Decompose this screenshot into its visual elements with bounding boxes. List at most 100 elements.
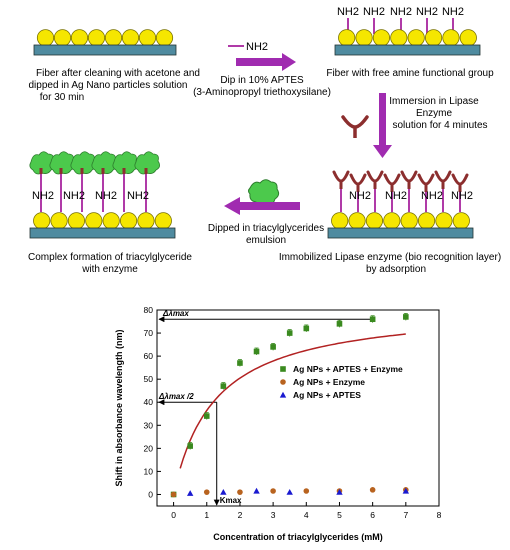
y-tick-label: 30 [144,420,154,430]
enzyme-y [332,170,350,183]
data-point [203,489,210,495]
ag-nanoparticle [155,29,174,47]
x-axis-label: Concentration of triacylglycerides (mM) [213,532,383,542]
x-tick-label: 1 [204,510,209,520]
triacylglyceride-icon [248,179,280,207]
ag-nanoparticle [50,212,68,230]
ag-nanoparticle [102,212,120,230]
amine-label: NH2 [416,6,438,18]
fiber-stage-4 [29,212,176,239]
ag-nanoparticle [104,29,123,47]
x-tick-label: 7 [403,510,408,520]
enzyme-y [417,173,435,186]
enzyme-y [451,173,469,186]
y-tick-label: 70 [144,328,154,338]
amine-label: NH2 [32,190,54,202]
y-tick-label: 50 [144,374,154,384]
x-tick-label: 3 [271,510,276,520]
x-tick-label: 6 [370,510,375,520]
data-point [237,360,243,366]
ag-nanoparticle [424,29,443,47]
arrow-1-label-line2: (3-Aminopropyl triethoxysilane) [193,87,331,98]
y-tick-label: 0 [148,489,153,499]
y-axis-label: Shift in absorbance wavelength (nm) [114,329,124,486]
data-point [369,487,376,493]
x-tick-label: 2 [238,510,243,520]
x-tick-label: 5 [337,510,342,520]
fiber-base [29,227,176,239]
arrow-2-label-line3: solution for 4 minutes [392,120,487,131]
stage-2-caption: Fiber with free amine functional group [326,68,494,79]
y-tick-label: 40 [144,397,154,407]
ag-nanoparticle [348,212,366,230]
arrow-2-label-line1: Immersion in Lipase [389,96,479,107]
enzyme-y [349,173,367,186]
fiber-stage-3 [327,212,474,239]
stage-4-caption-line1: Complex formation of triacylglyceride [28,252,192,263]
ag-nanoparticle [417,212,436,230]
data-point [286,330,293,336]
arrow-1-label-line1: Dip in 10% APTES [220,75,304,86]
ag-nanoparticle [452,212,470,230]
enzyme-y [366,170,384,183]
ag-nanoparticle [121,29,140,47]
data-point [270,488,276,494]
data-point [270,344,276,350]
enzyme-icon [341,115,369,138]
amine-label: NH2 [63,190,85,202]
amine-label: NH2 [421,190,443,202]
x-tick-label: 8 [437,510,442,520]
ag-nanoparticle [87,29,106,47]
ag-nanoparticle [372,29,391,47]
stage-1-caption-line3: for 30 min [40,92,84,103]
arrow-step-3 [224,197,300,215]
amine-label: NH2 [127,190,149,202]
arrow-3-label-line1: Dipped in triacylglycerides [208,223,324,234]
enzyme-y [400,170,418,183]
amine-label: NH2 [337,6,359,18]
data-point [203,413,210,419]
stage-1-caption-line2: dipped in Ag Nano particles solution [29,80,188,91]
amine-label: NH2 [451,190,473,202]
data-point [253,487,260,494]
amine-label: NH2 [442,6,464,18]
ag-nanoparticle [400,212,418,230]
data-point [279,391,287,398]
arrow-step-2 [373,93,392,158]
data-point [402,487,410,494]
ag-nanoparticle [390,29,408,47]
data-point [237,489,243,495]
fiber-base [334,44,481,56]
ag-nanoparticle [331,212,349,230]
data-point [336,321,343,327]
ag-nanoparticle [407,29,425,47]
x-tick-label: 0 [171,510,176,520]
fiber-stage-1 [33,29,177,56]
ag-nanoparticle [459,29,477,47]
ag-nanoparticle [53,29,72,47]
ag-nanoparticle [383,212,401,230]
process-diagram: Fiber after cleaning with acetone and di… [28,6,501,275]
data-points [170,313,410,498]
stage-1-caption-line1: Fiber after cleaning with acetone and [36,68,200,79]
dlmax-label: Δλmax [162,309,189,318]
ag-nanoparticle [70,29,89,47]
ag-nanoparticle [85,212,103,230]
data-point [369,316,376,323]
stage-3-caption-line1: Immobilized Lipase enzyme (bio recogniti… [279,252,501,263]
data-point [253,348,260,355]
y-tick-label: 10 [144,466,154,476]
arrow-2-label-line2: Enzyme [416,108,453,119]
stage-4-caption-line2: with enzyme [81,264,138,275]
ag-nanoparticle [154,212,172,230]
x-tick-label: 4 [304,510,309,520]
data-point [220,383,227,389]
data-point [303,325,310,332]
data-point [286,488,293,495]
data-point [170,491,177,498]
